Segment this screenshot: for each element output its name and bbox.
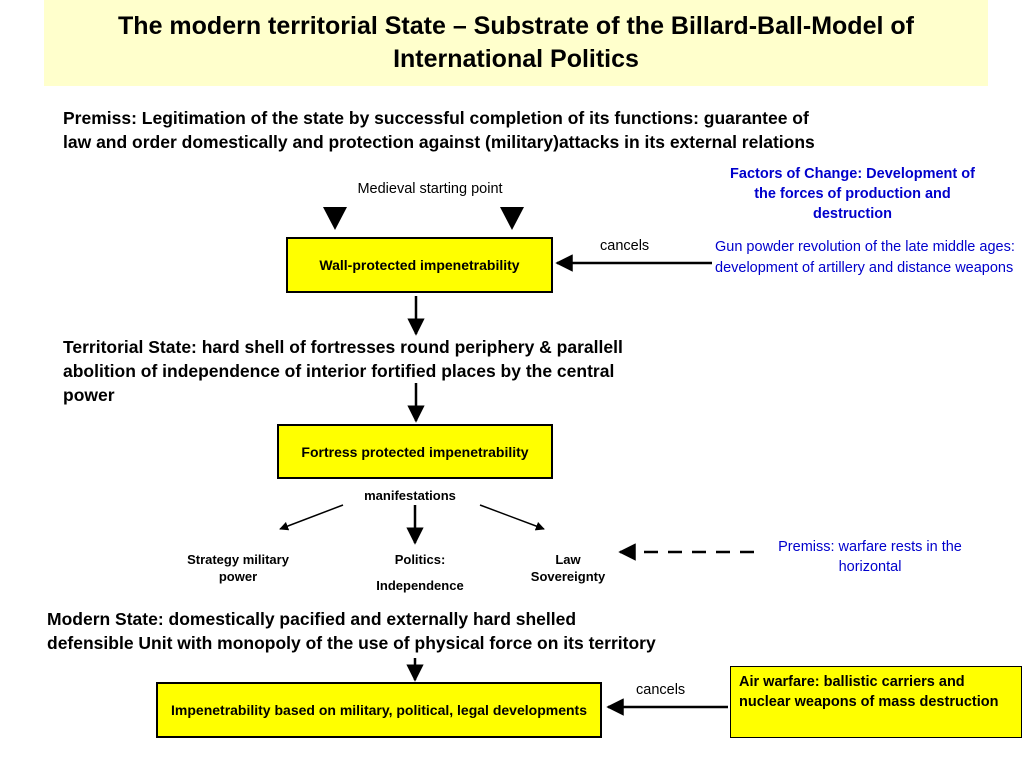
medieval-right-triangle [500,207,524,230]
premiss-warfare-text: Premiss: warfare rests in the horizontal [778,539,962,575]
medieval-start-label: Medieval starting point [357,181,503,197]
gunpowder-revolution-text: Gun powder revolution of the late middle… [715,239,1015,276]
air-warfare-label: Air warfare: ballistic carriers and nucl… [739,674,999,710]
strategy-military-power-label: Strategy military power [187,552,289,584]
cancels-label-1: cancels [600,238,650,254]
wall-protected-label: Wall-protected impenetrability [319,257,520,273]
wall-protected-box: Wall-protected impenetrability [286,237,553,293]
air-warfare-box: Air warfare: ballistic carriers and nucl… [730,666,1022,738]
law-sovereignty-label: Law Sovereignty [530,552,606,584]
premiss-text: Premiss: Legitimation of the state by su… [63,108,815,152]
manifestations-label: manifestations [364,488,456,503]
territorial-state-text: Territorial State: hard shell of fortres… [63,337,623,405]
impenetrability-box: Impenetrability based on military, polit… [156,682,602,738]
cancels-label-2: cancels [636,682,686,698]
modern-state-text: Modern State: domestically pacified and … [47,609,656,653]
medieval-left-triangle [323,207,347,230]
arrow-to-law [479,504,545,531]
arrow-to-strategy [279,504,344,531]
slide-title-text: The modern territorial State – Substrate… [118,12,914,73]
politics-label: Politics: [394,552,446,567]
impenetrability-label: Impenetrability based on military, polit… [171,702,587,718]
factors-of-change-heading: Factors of Change: Development of the fo… [730,166,975,222]
fortress-protected-label: Fortress protected impenetrability [301,443,529,460]
slide-title: The modern territorial State – Substrate… [44,0,988,86]
fortress-protected-box: Fortress protected impenetrability [277,424,553,479]
politics-independence-label: Independence [376,578,464,593]
